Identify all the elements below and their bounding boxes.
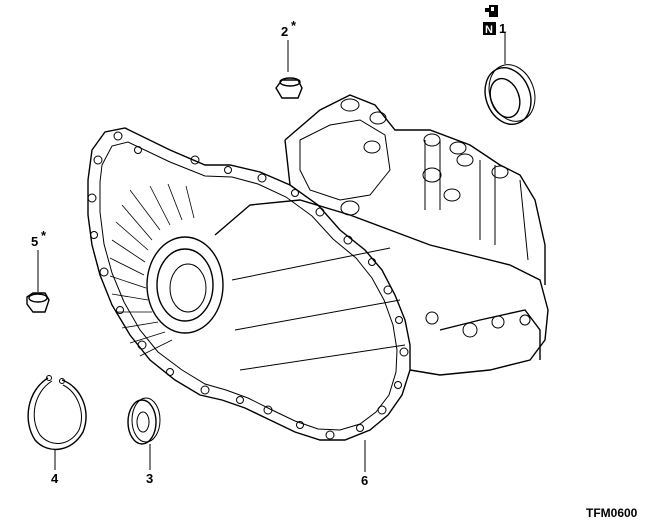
oil-seal-part-1	[484, 32, 536, 125]
bushing-part-2	[275, 40, 303, 99]
callout-2-marker: *	[291, 18, 297, 33]
callout-6: 6	[361, 473, 368, 488]
callout-2: 2	[281, 24, 288, 39]
figure-code: TFM0600	[586, 506, 638, 520]
callout-1: 1	[499, 21, 506, 36]
callout-5-marker: *	[41, 228, 47, 243]
callout-3: 3	[146, 471, 153, 486]
bushing-part-5	[26, 250, 50, 313]
n-badge: N	[483, 22, 496, 36]
snap-ring-part-4	[27, 375, 87, 470]
callout-5: 5	[31, 234, 38, 249]
sealant-tube-icon	[485, 5, 498, 17]
svg-text:N: N	[485, 24, 493, 36]
transaxle-case	[87, 94, 549, 441]
oil-seal-part-3	[127, 397, 161, 470]
callout-4: 4	[51, 471, 59, 486]
